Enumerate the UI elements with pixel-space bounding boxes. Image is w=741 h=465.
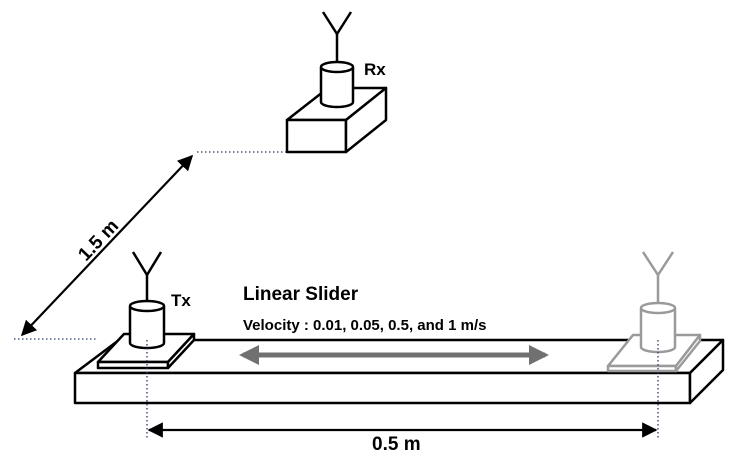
transmitter-cylinder — [128, 306, 166, 350]
tx-carriage-side — [166, 332, 196, 370]
linear-slider-rail — [73, 338, 725, 405]
rail-side — [688, 338, 725, 405]
slider-title: Linear Slider — [243, 284, 359, 305]
ghost-antenna-icon — [641, 251, 675, 277]
transmitter-unit — [96, 251, 196, 370]
receiver-label: Rx — [364, 60, 386, 79]
receiver-antenna-icon — [321, 11, 353, 36]
transmitter-cylinder-top — [128, 299, 166, 313]
rail-front — [73, 371, 692, 405]
travel-label-0-5m: 0.5 m — [372, 434, 421, 455]
receiver-cylinder-top — [319, 60, 355, 74]
transmitter-antenna-icon — [131, 251, 163, 277]
receiver-base-front — [285, 118, 348, 154]
receiver-base-side — [344, 86, 388, 154]
transmitter-label: Tx — [171, 291, 191, 310]
receiver-cylinder — [319, 67, 355, 109]
tx-carriage-front — [96, 360, 170, 370]
velocity-label: Velocity : 0.01, 0.05, 0.5, and 1 m/s — [243, 317, 486, 334]
receiver-unit — [285, 11, 388, 154]
distance-arrow-1-5m — [20, 154, 194, 337]
distance-label-1-5m: 1.5 m — [74, 216, 123, 266]
ghost-carriage — [606, 251, 702, 373]
